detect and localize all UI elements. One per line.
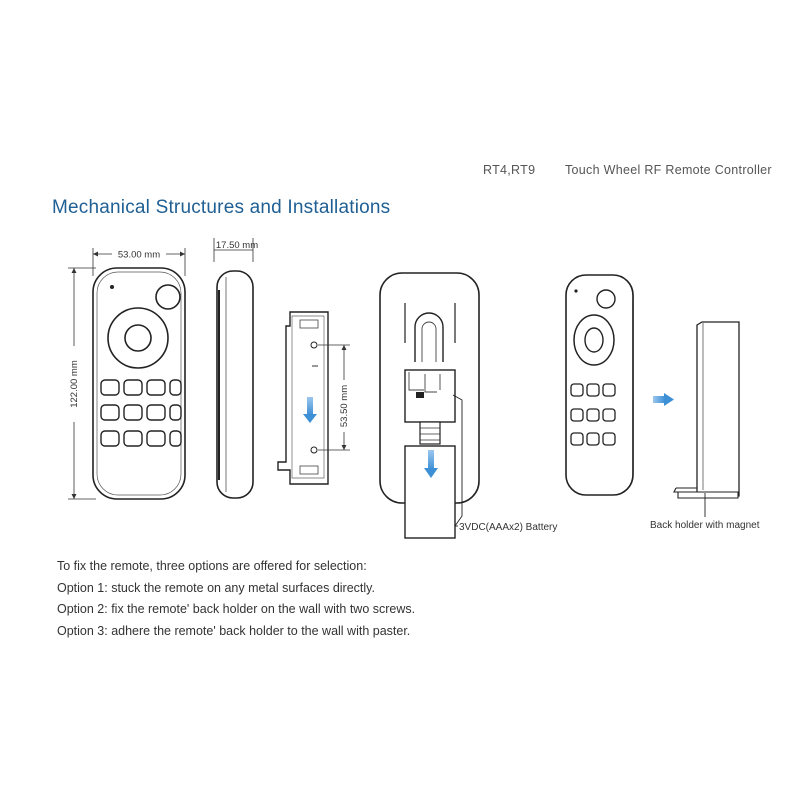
dimension-thickness: 17.50 mm [216,240,258,251]
remote-front-view: 53.00 mm 122.00 mm [66,248,186,500]
right-arrow-icon [653,396,665,403]
dimension-height: 122.00 mm [69,360,80,408]
instructions-option-2: Option 2: fix the remote' back holder on… [57,602,416,616]
holder-caption: Back holder with magnet [650,520,760,531]
instructions-intro: To fix the remote, three options are off… [57,559,367,573]
dimension-screw-spacing: 53.50 mm [339,385,350,427]
battery-caption: 3VDC(AAAx2) Battery [459,522,557,533]
instructions-option-3: Option 3: adhere the remote' back holder… [57,623,411,638]
instructions-block: To fix the remote, three options are off… [57,556,757,642]
mechanical-diagram: 53.00 mm 122.00 mm 17.50 mm [66,238,760,539]
instructions-option-1: Option 1: stuck the remote on any metal … [57,580,375,595]
back-holder-view: 53.50 mm [277,311,352,485]
remote-holder-view: Back holder with magnet [565,274,760,531]
battery-slide-arrow-icon [428,450,434,470]
down-arrow-icon [307,397,313,415]
battery-back-view: 3VDC(AAAx2) Battery [379,272,557,539]
right-arrow-head-icon [664,393,674,406]
header-product-name: Touch Wheel RF Remote Controller [565,163,772,177]
section-title: Mechanical Structures and Installations [52,197,391,218]
down-arrow-head-icon [303,414,317,423]
header-model: RT4,RT9 [483,163,536,177]
battery-slide-arrow-head-icon [424,468,438,478]
remote-side-view: 17.50 mm [213,238,258,499]
dimension-width: 53.00 mm [118,250,160,261]
